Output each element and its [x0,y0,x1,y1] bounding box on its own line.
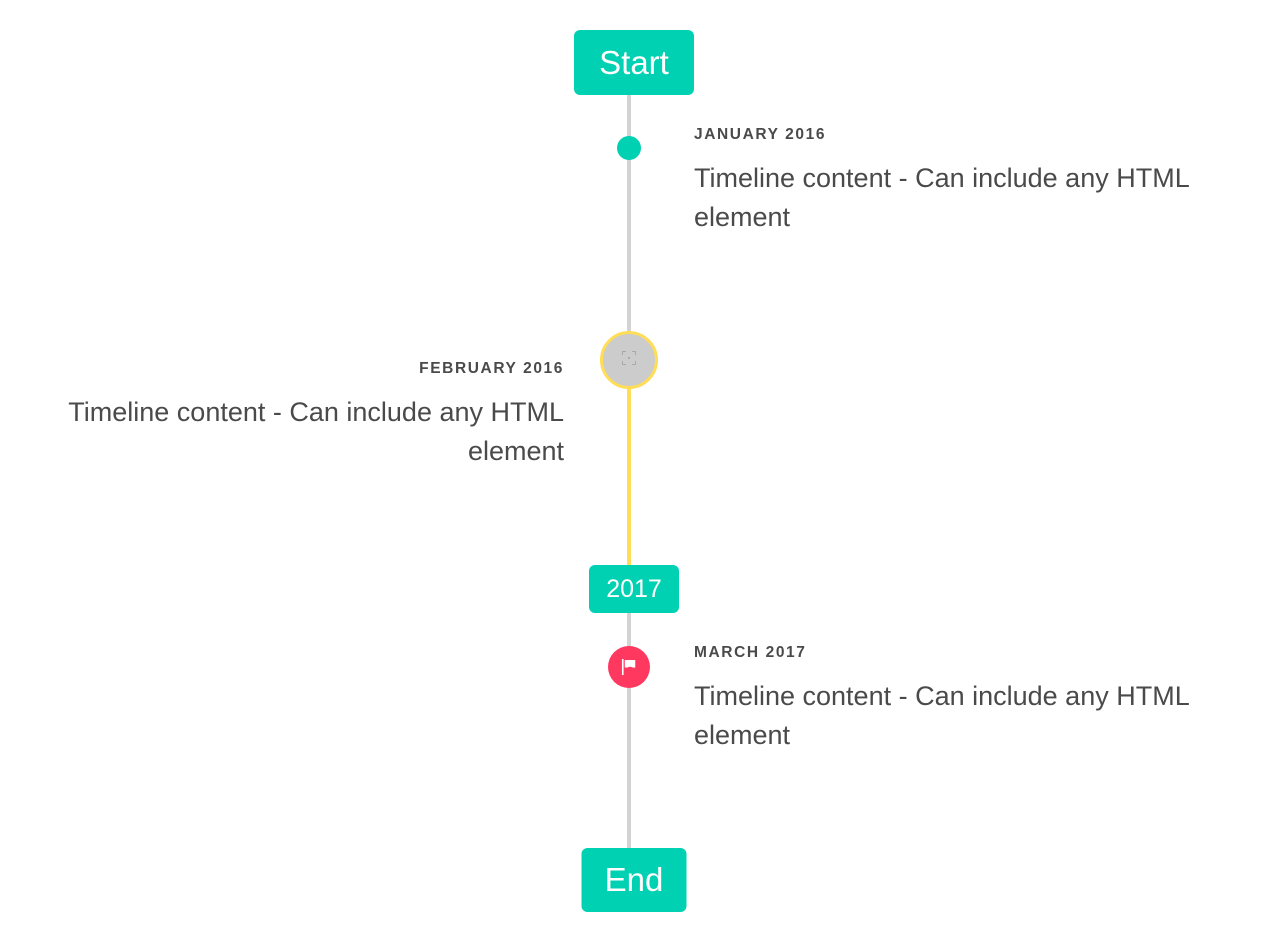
timeline-mid-badge[interactable]: 2017 [589,565,679,613]
broken-image-icon [620,349,638,372]
timeline-marker-flag[interactable] [608,646,650,688]
timeline-item-body: Timeline content - Can include any HTML … [694,680,1189,750]
flag-icon [618,656,640,678]
timeline-item-body: Timeline content - Can include any HTML … [694,162,1189,232]
timeline-item-content: JANUARY 2016 Timeline content - Can incl… [694,126,1216,237]
timeline-rail-segment-bottom [627,612,631,850]
timeline-header-badge[interactable]: Start [574,30,694,95]
timeline-item-heading: JANUARY 2016 [694,126,827,143]
timeline-item-content: FEBRUARY 2016 Timeline content - Can inc… [42,360,564,471]
timeline-footer-badge[interactable]: End [581,848,687,912]
timeline-item-heading: MARCH 2017 [694,644,807,661]
timeline-item-content: MARCH 2017 Timeline content - Can includ… [694,644,1216,755]
timeline-item-body: Timeline content - Can include any HTML … [68,396,564,466]
timeline-item-heading: FEBRUARY 2016 [419,360,564,377]
timeline-rail-segment-middle [627,338,631,570]
timeline-marker-image[interactable] [600,331,658,389]
timeline-rail-segment-top [627,94,631,346]
timeline-marker-dot[interactable] [617,136,641,160]
